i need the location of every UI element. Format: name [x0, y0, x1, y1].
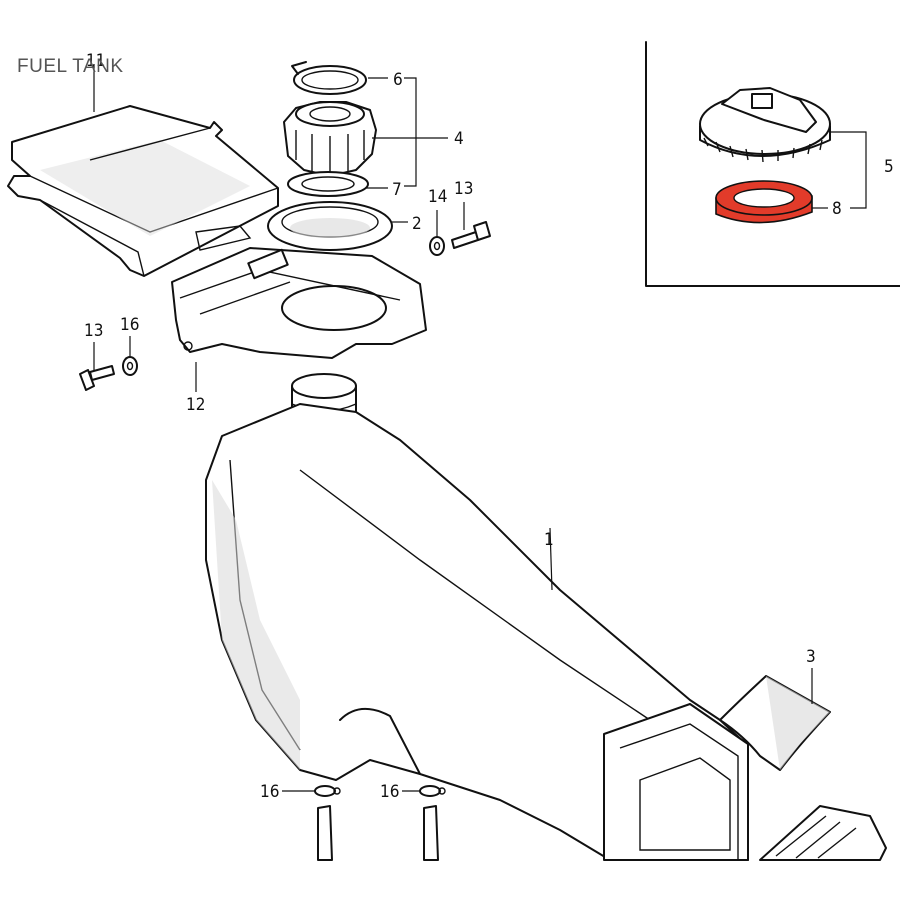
- part-14-washer-upper[interactable]: [429, 236, 445, 256]
- leader-lines: [93, 64, 867, 792]
- lower-cushion-fragment: [759, 805, 887, 861]
- part-2-neck-ring[interactable]: [267, 201, 393, 251]
- part-8-seal-highlighted[interactable]: [715, 180, 813, 224]
- fuel-line-right: [423, 805, 439, 861]
- part-5-cap-assembly[interactable]: [699, 87, 831, 163]
- part-14-washer-lower[interactable]: [122, 356, 138, 376]
- part-3-cushion[interactable]: [719, 675, 831, 771]
- callout-8: 8: [832, 199, 842, 219]
- callout-11: 11: [86, 51, 105, 71]
- callout-labels: 11 6 4 7 2 14 13 16 13 12 1 3 5 8 16 16: [84, 51, 894, 802]
- callout-2: 2: [412, 214, 422, 234]
- part-1-fuel-tank[interactable]: [205, 403, 749, 861]
- callout-14-lower: 16: [120, 315, 139, 335]
- callout-1: 1: [544, 530, 554, 550]
- part-12-bracket[interactable]: [171, 247, 427, 359]
- inset-panel: [645, 41, 900, 287]
- callout-13-lower: 13: [84, 321, 103, 341]
- part-13-screw-upper[interactable]: [451, 221, 491, 249]
- callout-16-right: 16: [380, 782, 399, 802]
- part-4-filler-cap[interactable]: [283, 101, 377, 177]
- callout-7: 7: [392, 180, 402, 200]
- callout-12: 12: [186, 395, 205, 415]
- callout-13-upper: 13: [454, 179, 473, 199]
- diagram-title: FUEL TANK: [17, 56, 124, 77]
- part-11-cover[interactable]: [7, 105, 279, 277]
- part-7-gasket[interactable]: [287, 171, 369, 197]
- callout-14-upper: 14: [428, 187, 447, 207]
- callout-3: 3: [806, 647, 816, 667]
- callout-6: 6: [393, 70, 403, 90]
- callout-4: 4: [454, 129, 464, 149]
- callout-5: 5: [884, 157, 894, 177]
- part-16-clip-right[interactable]: [419, 785, 446, 797]
- part-16-clip-left[interactable]: [314, 785, 341, 797]
- fuel-line-left: [317, 805, 333, 861]
- part-13-screw-lower[interactable]: [79, 365, 115, 391]
- callout-16-left: 16: [260, 782, 279, 802]
- part-6-ring[interactable]: [291, 61, 367, 95]
